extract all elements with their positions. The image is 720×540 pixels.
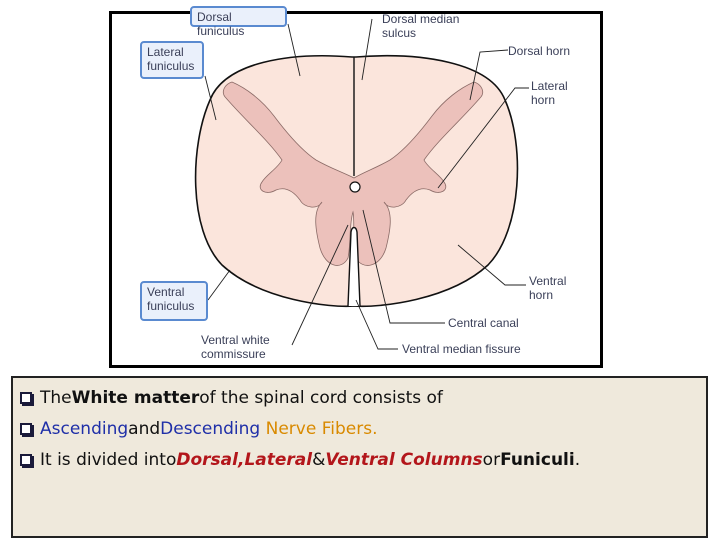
line1-post: of the spinal cord consists of <box>199 387 443 408</box>
bullet-line-2: Ascending and Descending Nerve Fibers. <box>20 413 706 444</box>
line2-and: and <box>128 418 161 439</box>
line3-end: . <box>574 449 581 470</box>
checkbox-bullet-icon <box>20 391 32 404</box>
central-canal <box>349 181 361 193</box>
label-lateral-funiculus: Lateral funiculus <box>140 41 204 79</box>
line2-descending: Descending <box>160 418 261 439</box>
label-dorsal-funiculus: Dorsal funiculus <box>190 6 287 38</box>
line3-amp: & <box>312 449 326 470</box>
label-ventral-funiculus: Ventral funiculus <box>140 281 208 321</box>
label-dorsal-median-sulcus: Dorsal median sulcus <box>382 12 460 40</box>
line3-funiculi: Funiculi <box>500 449 575 470</box>
label-ventral-median-fissure: Ventral median fissure <box>402 342 521 356</box>
checkbox-bullet-icon <box>20 422 32 435</box>
label-ventral-white-commissure: Ventral white commissure <box>201 333 270 361</box>
label-dorsal-horn: Dorsal horn <box>508 44 571 58</box>
line3-pre: It is divided into <box>40 449 177 470</box>
label-ventral-horn: Ventral horn <box>529 274 567 302</box>
line2-nerve-fibers: Nerve Fibers. <box>265 418 378 439</box>
label-central-canal: Central canal <box>448 316 519 330</box>
line3-dorsal: Dorsal, <box>176 449 245 470</box>
leader-lines <box>204 18 529 350</box>
ventral-median-fissure-shape <box>347 226 361 307</box>
line3-ventral-columns: Ventral Columns <box>325 449 483 470</box>
line1-pre: The <box>40 387 72 408</box>
text-panel: The White matter of the spinal cord cons… <box>11 376 708 538</box>
bullet-line-3: It is divided into Dorsal, Lateral & Ven… <box>20 444 706 475</box>
line1-white-matter: White matter <box>71 387 200 408</box>
gray-matter <box>223 81 483 266</box>
line3-or: or <box>482 449 501 470</box>
line2-ascending: Ascending <box>40 418 129 439</box>
label-lateral-horn: Lateral horn <box>531 79 568 107</box>
bullet-line-1: The White matter of the spinal cord cons… <box>20 382 706 413</box>
line3-lateral: Lateral <box>244 449 313 470</box>
checkbox-bullet-icon <box>20 453 32 466</box>
